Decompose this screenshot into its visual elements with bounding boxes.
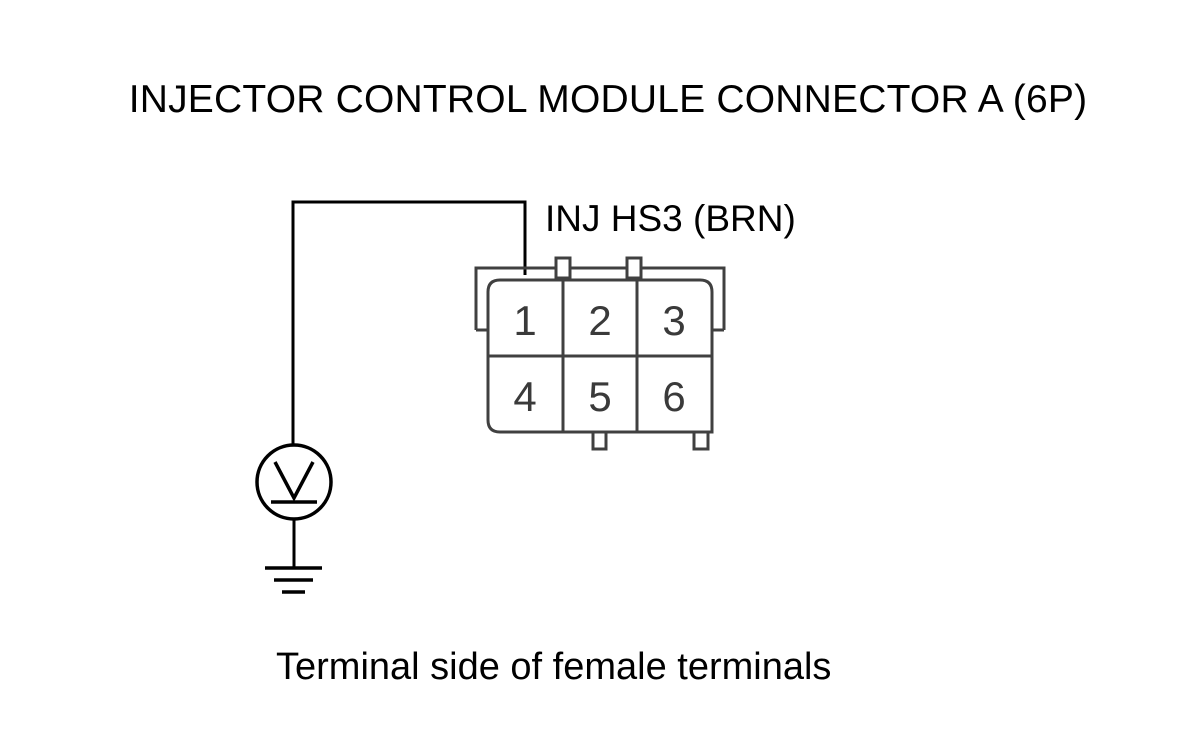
terminal-2-label: 2	[588, 297, 611, 344]
terminal-1-label: 1	[513, 297, 536, 344]
terminal-4-label: 4	[513, 373, 536, 420]
test-lead-wire	[291, 200, 527, 445]
terminal-5-label: 5	[588, 373, 611, 420]
terminal-6-label: 6	[662, 373, 685, 420]
ground-icon	[265, 566, 322, 594]
voltmeter-icon	[255, 443, 333, 521]
diagram-title: INJECTOR CONTROL MODULE CONNECTOR A (6P)	[128, 78, 1088, 121]
terminal-3-label: 3	[662, 297, 685, 344]
wire-label: INJ HS3 (BRN)	[545, 198, 796, 239]
view-caption: Terminal side of female terminals	[276, 646, 832, 688]
connector-housing	[474, 256, 726, 451]
